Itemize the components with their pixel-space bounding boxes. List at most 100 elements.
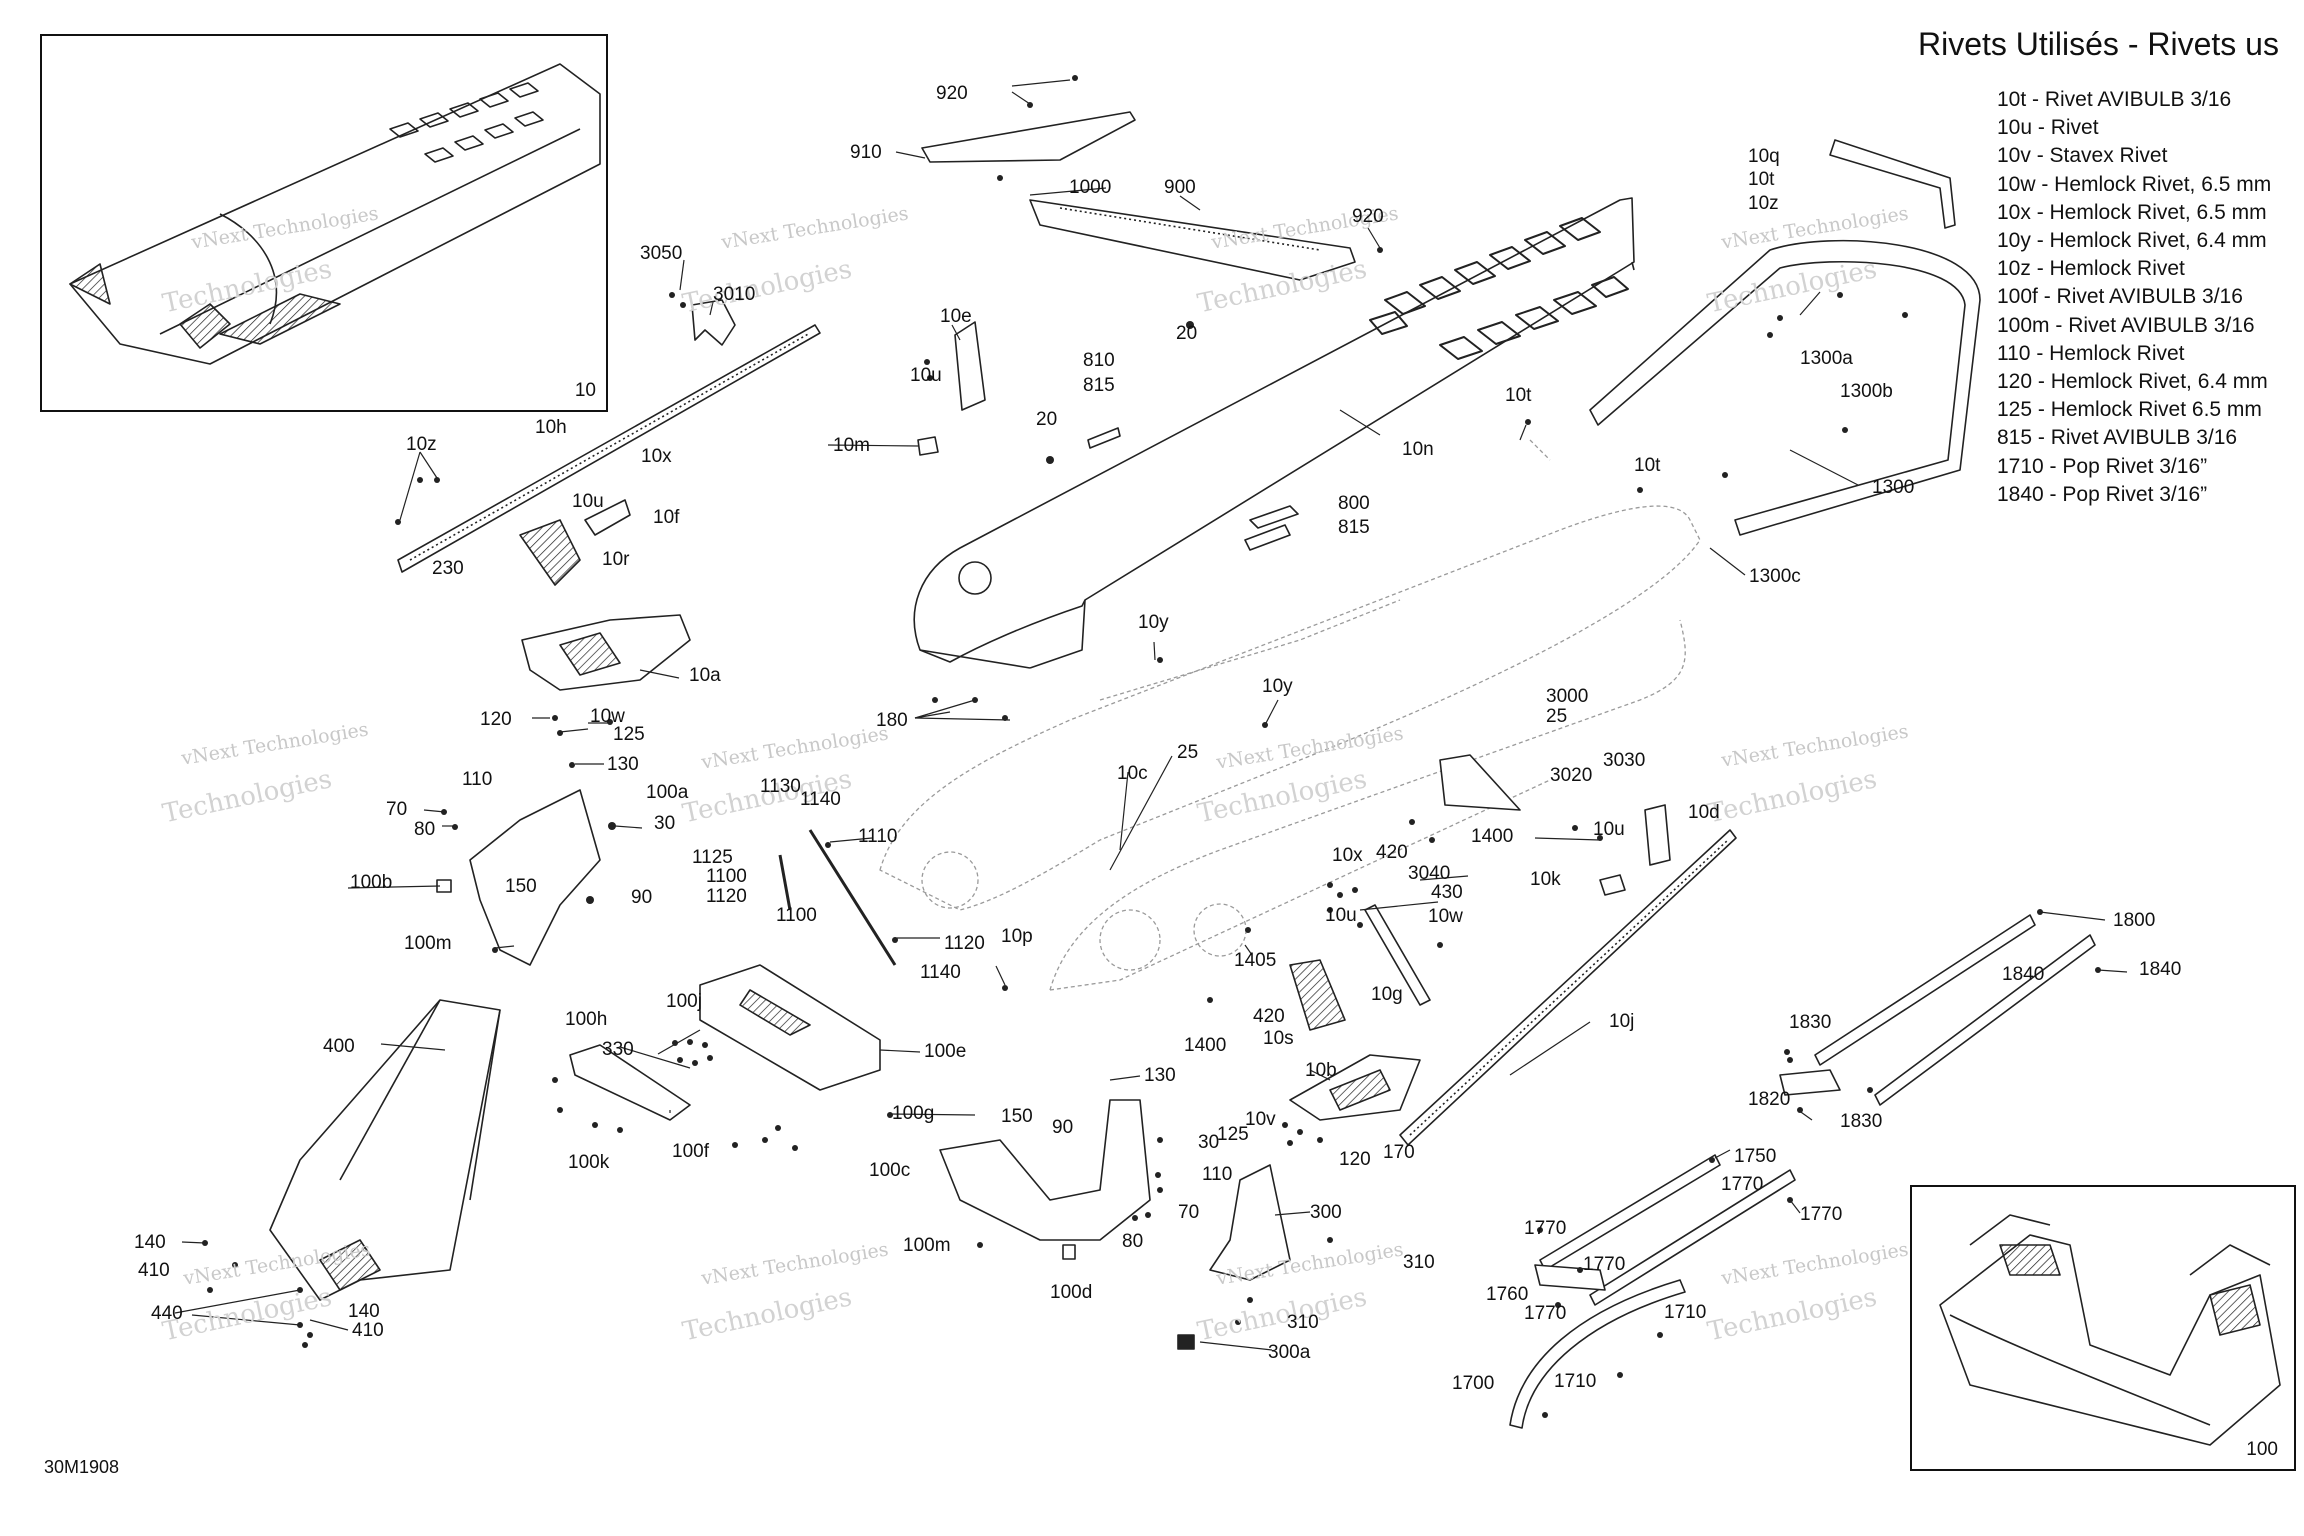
callout-label: 920 [1352, 206, 1384, 227]
callout-label: 150 [1001, 1106, 1033, 1127]
callout-label: 10y [1262, 676, 1293, 697]
panel-100h [569, 1044, 691, 1121]
callout-label: 1120 [706, 886, 747, 907]
callout-label: 10p [1001, 926, 1033, 947]
callout-label: 10t [1748, 169, 1775, 190]
callout-label: 100m [404, 933, 452, 954]
callout-label: 1820 [1748, 1089, 1791, 1110]
pad-300a [1177, 1334, 1195, 1350]
callout-label: 10e [940, 306, 972, 327]
rivet-legend: 10t - Rivet AVIBULB 3/16 10u - Rivet 10v… [1997, 86, 2271, 509]
callout-label: 10c [1117, 763, 1148, 784]
callout-label: 900 [1164, 177, 1196, 198]
legend-item: 10u - Rivet [1997, 116, 2099, 140]
callout-label: 1300c [1749, 566, 1801, 587]
callout-label: 10u [910, 365, 942, 386]
callout-label: 1300a [1800, 348, 1853, 369]
callout-label: 1770 [1524, 1218, 1567, 1239]
rail-1750a [1539, 1154, 1721, 1271]
callout-label: 310 [1287, 1312, 1319, 1333]
bracket-10d [1644, 804, 1671, 866]
legend-item: 10t - Rivet AVIBULB 3/16 [1997, 88, 2232, 111]
callout-label: 300 [1310, 1202, 1342, 1223]
callout-label: 3020 [1550, 765, 1593, 786]
legend-item: 100f - Rivet AVIBULB 3/16 [1997, 285, 2243, 309]
callout-label: 10j [1609, 1011, 1635, 1032]
callout-label: 1110 [858, 826, 898, 847]
callout-label: 440 [151, 1303, 183, 1324]
callout-label: 180 [876, 710, 908, 731]
callout-label: 100a [646, 782, 689, 803]
callout-label: 120 [1339, 1149, 1371, 1170]
callout-label: 100f [672, 1141, 709, 1162]
callout-label: 1400 [1184, 1035, 1227, 1056]
callout-label: 10x [641, 446, 672, 467]
callout-label: 150 [505, 876, 537, 897]
rail-1800b [1874, 934, 2096, 1106]
callout-label: 1140 [920, 962, 961, 983]
grille-10r [519, 519, 581, 586]
callout-label: 130 [1144, 1065, 1176, 1086]
callout-label: 330 [602, 1039, 634, 1060]
bracket-3010 [691, 299, 736, 346]
callout-label: 10r [602, 549, 630, 570]
inset-box-top-left: 10 [40, 34, 608, 412]
callout-label: 300a [1268, 1342, 1311, 1363]
callout-label: 1400 [1471, 826, 1514, 847]
callout-label: 400 [323, 1036, 355, 1057]
callout-label: 10x [1332, 845, 1363, 866]
legend-item: 125 - Hemlock Rivet 6.5 mm [1997, 398, 2262, 422]
legend-item: 120 - Hemlock Rivet, 6.4 mm [1997, 370, 2268, 394]
callout-label: 10z [406, 434, 437, 455]
legend-item: 10y - Hemlock Rivet, 6.4 mm [1997, 229, 2267, 253]
legend-item: 1840 - Pop Rivet 3/16” [1997, 482, 2208, 506]
callout-label: 110 [1202, 1164, 1233, 1185]
callout-label: 410 [352, 1320, 384, 1341]
callout-label: 70 [1178, 1202, 1200, 1223]
callout-label: 30 [1198, 1132, 1220, 1153]
tunnel-vents [1369, 217, 1629, 360]
callout-label: 1125 [692, 847, 733, 868]
inset-box-bottom-right: 100 [1910, 1185, 2296, 1471]
legend-item: 110 - Hemlock Rivet [1997, 341, 2185, 365]
callout-label: 110 [462, 769, 493, 790]
callout-label: 1100 [706, 866, 747, 887]
callout-label: 1700 [1452, 1373, 1495, 1394]
bracket-10k [1599, 874, 1626, 896]
legend-item: 10z - Hemlock Rivet [1997, 257, 2185, 281]
callout-label: 130 [607, 754, 639, 775]
support-100a [469, 789, 601, 966]
callout-label: 10t [1634, 455, 1661, 476]
callout-label: 100h [565, 1009, 608, 1030]
callout-label: 810 [1083, 350, 1115, 371]
callout-label: 1750 [1734, 1146, 1777, 1167]
bracket-10e [954, 321, 986, 411]
callout-label: 1120 [944, 933, 985, 954]
callout-label: 815 [1338, 517, 1370, 538]
fasteners [202, 75, 2101, 1418]
callout-label: 120 [480, 709, 512, 730]
bar-810 [1087, 427, 1121, 449]
callout-label: 10m [833, 435, 870, 456]
callout-label: 25 [1177, 742, 1199, 763]
callout-label: 1000 [1069, 177, 1112, 198]
document-id: 30M1908 [44, 1457, 120, 1477]
callout-label: 1710 [1664, 1302, 1707, 1323]
callout-label: 1760 [1486, 1284, 1529, 1305]
callout-label: 800 [1338, 493, 1370, 514]
bracket-10m [917, 436, 939, 456]
grille-10s [1289, 959, 1346, 1031]
callout-label: 920 [936, 83, 968, 104]
bracket-10f [584, 499, 631, 536]
rail-1750b [1589, 1169, 1796, 1306]
callout-label: 10u [1593, 819, 1625, 840]
strut-10g [1364, 904, 1431, 1006]
rod-1100 [808, 829, 897, 966]
callout-label: 125 [1217, 1124, 1249, 1145]
callout-label: 80 [414, 819, 436, 840]
callout-label: 10f [653, 507, 680, 528]
callout-label: 10a [689, 665, 721, 686]
callout-label: 10q [1748, 146, 1780, 167]
inset-number: 100 [2246, 1439, 2278, 1460]
